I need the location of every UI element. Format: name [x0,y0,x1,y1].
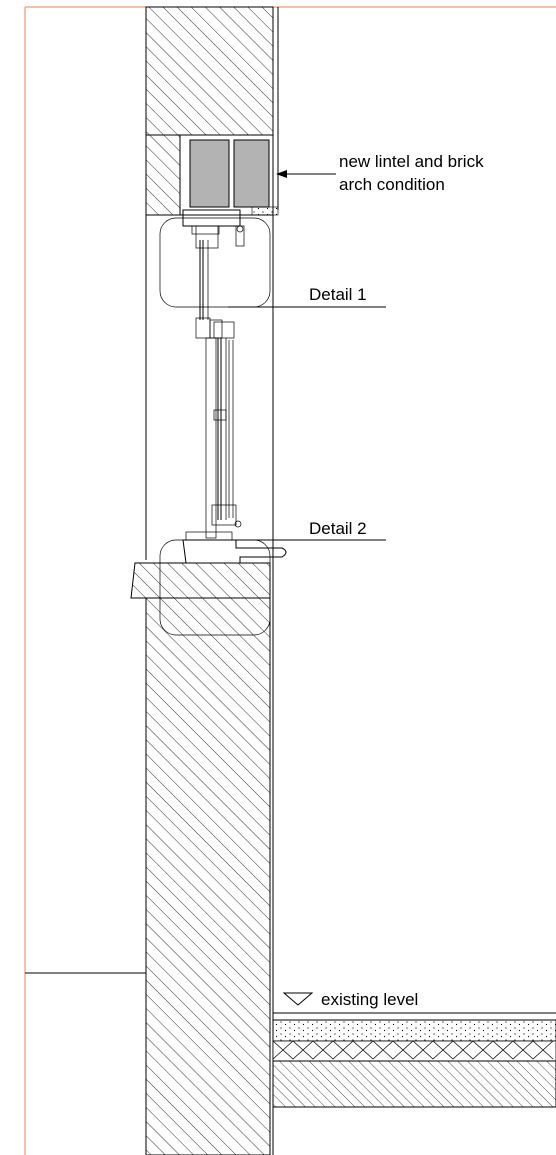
lintel-leader [276,170,336,178]
lower-brick-wall [145,597,271,1155]
upper-brick-wall [145,6,274,216]
level-marker-icon [282,992,314,1006]
new-lintel [179,134,279,216]
detail-1-label: Detail 1 [309,285,367,304]
window-sill [182,531,287,564]
detail-1-callout [159,217,386,308]
stone-sill [130,562,271,599]
detail-2-label: Detail 2 [309,519,367,538]
sheet-border [24,6,556,1155]
lintel-label-line-2: arch condition [339,175,445,194]
window-sash [195,225,242,539]
lintel-label-line-1: new lintel and brick [339,152,484,171]
existing-level-label: existing level [321,990,418,1009]
floor-build-up [272,1012,556,1108]
